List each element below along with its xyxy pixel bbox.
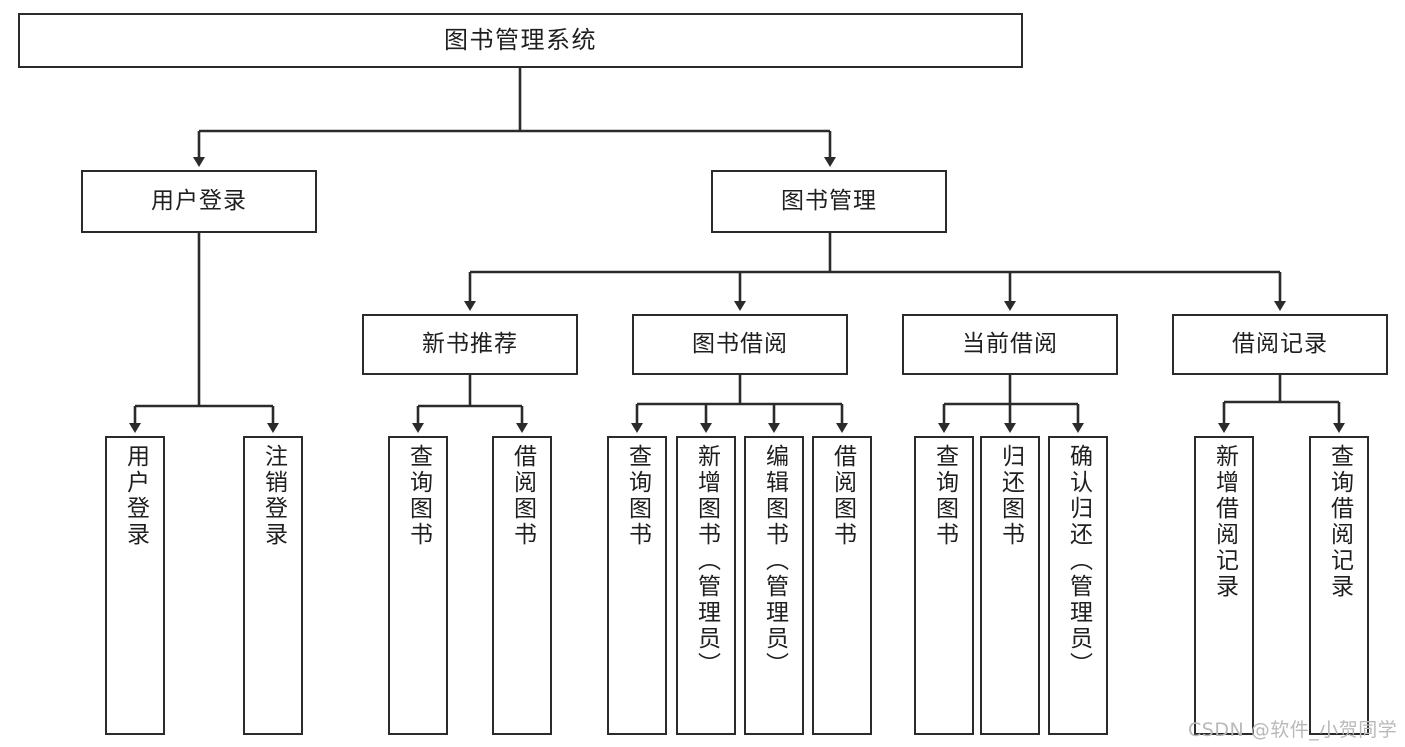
node-label: 借阅图书 bbox=[829, 444, 856, 548]
leaf-borrow-edit-book-admin[interactable]: 编辑图书（管理员） bbox=[744, 436, 804, 735]
node-label: 新增图书（管理员） bbox=[693, 444, 720, 678]
leaf-borrow-query-book[interactable]: 查询图书 bbox=[607, 436, 667, 735]
node-label: 用户登录 bbox=[122, 444, 149, 548]
node-root-system[interactable]: 图书管理系统 bbox=[18, 13, 1023, 68]
leaf-user-login-login[interactable]: 用户登录 bbox=[105, 436, 165, 735]
leaf-recommend-borrow-book[interactable]: 借阅图书 bbox=[492, 436, 552, 735]
node-label: 用户登录 bbox=[151, 187, 247, 214]
leaf-borrow-add-book-admin[interactable]: 新增图书（管理员） bbox=[676, 436, 736, 735]
node-book-borrow[interactable]: 图书借阅 bbox=[632, 314, 848, 375]
node-label: 借阅图书 bbox=[509, 444, 536, 548]
node-user-login[interactable]: 用户登录 bbox=[81, 170, 317, 233]
leaf-record-query-record[interactable]: 查询借阅记录 bbox=[1309, 436, 1369, 735]
node-label: 当前借阅 bbox=[962, 330, 1058, 357]
node-borrow-record[interactable]: 借阅记录 bbox=[1172, 314, 1388, 375]
leaf-record-add-record[interactable]: 新增借阅记录 bbox=[1194, 436, 1254, 735]
leaf-recommend-query-book[interactable]: 查询图书 bbox=[388, 436, 448, 735]
node-label: 查询图书 bbox=[405, 444, 432, 548]
node-label: 查询借阅记录 bbox=[1326, 444, 1353, 600]
node-label: 图书管理系统 bbox=[444, 26, 597, 55]
leaf-borrow-borrow-book[interactable]: 借阅图书 bbox=[812, 436, 872, 735]
node-label: 查询图书 bbox=[624, 444, 651, 548]
node-label: 注销登录 bbox=[260, 444, 287, 548]
node-label: 编辑图书（管理员） bbox=[761, 444, 788, 678]
leaf-current-confirm-return-admin[interactable]: 确认归还（管理员） bbox=[1048, 436, 1108, 735]
node-label: 图书借阅 bbox=[692, 330, 788, 357]
leaf-current-query-book[interactable]: 查询图书 bbox=[914, 436, 974, 735]
node-label: 新增借阅记录 bbox=[1211, 444, 1238, 600]
node-book-management[interactable]: 图书管理 bbox=[711, 170, 947, 233]
node-label: 新书推荐 bbox=[422, 330, 518, 357]
csdn-watermark: CSDN @软件_小贺同学 bbox=[1188, 719, 1398, 741]
node-current-borrow[interactable]: 当前借阅 bbox=[902, 314, 1118, 375]
node-label: 确认归还（管理员） bbox=[1065, 444, 1092, 678]
node-label: 图书管理 bbox=[781, 187, 877, 214]
node-label: 归还图书 bbox=[997, 444, 1024, 548]
leaf-current-return-book[interactable]: 归还图书 bbox=[980, 436, 1040, 735]
node-label: 查询图书 bbox=[931, 444, 958, 548]
leaf-user-login-logout[interactable]: 注销登录 bbox=[243, 436, 303, 735]
node-new-book-recommend[interactable]: 新书推荐 bbox=[362, 314, 578, 375]
node-label: 借阅记录 bbox=[1232, 330, 1328, 357]
